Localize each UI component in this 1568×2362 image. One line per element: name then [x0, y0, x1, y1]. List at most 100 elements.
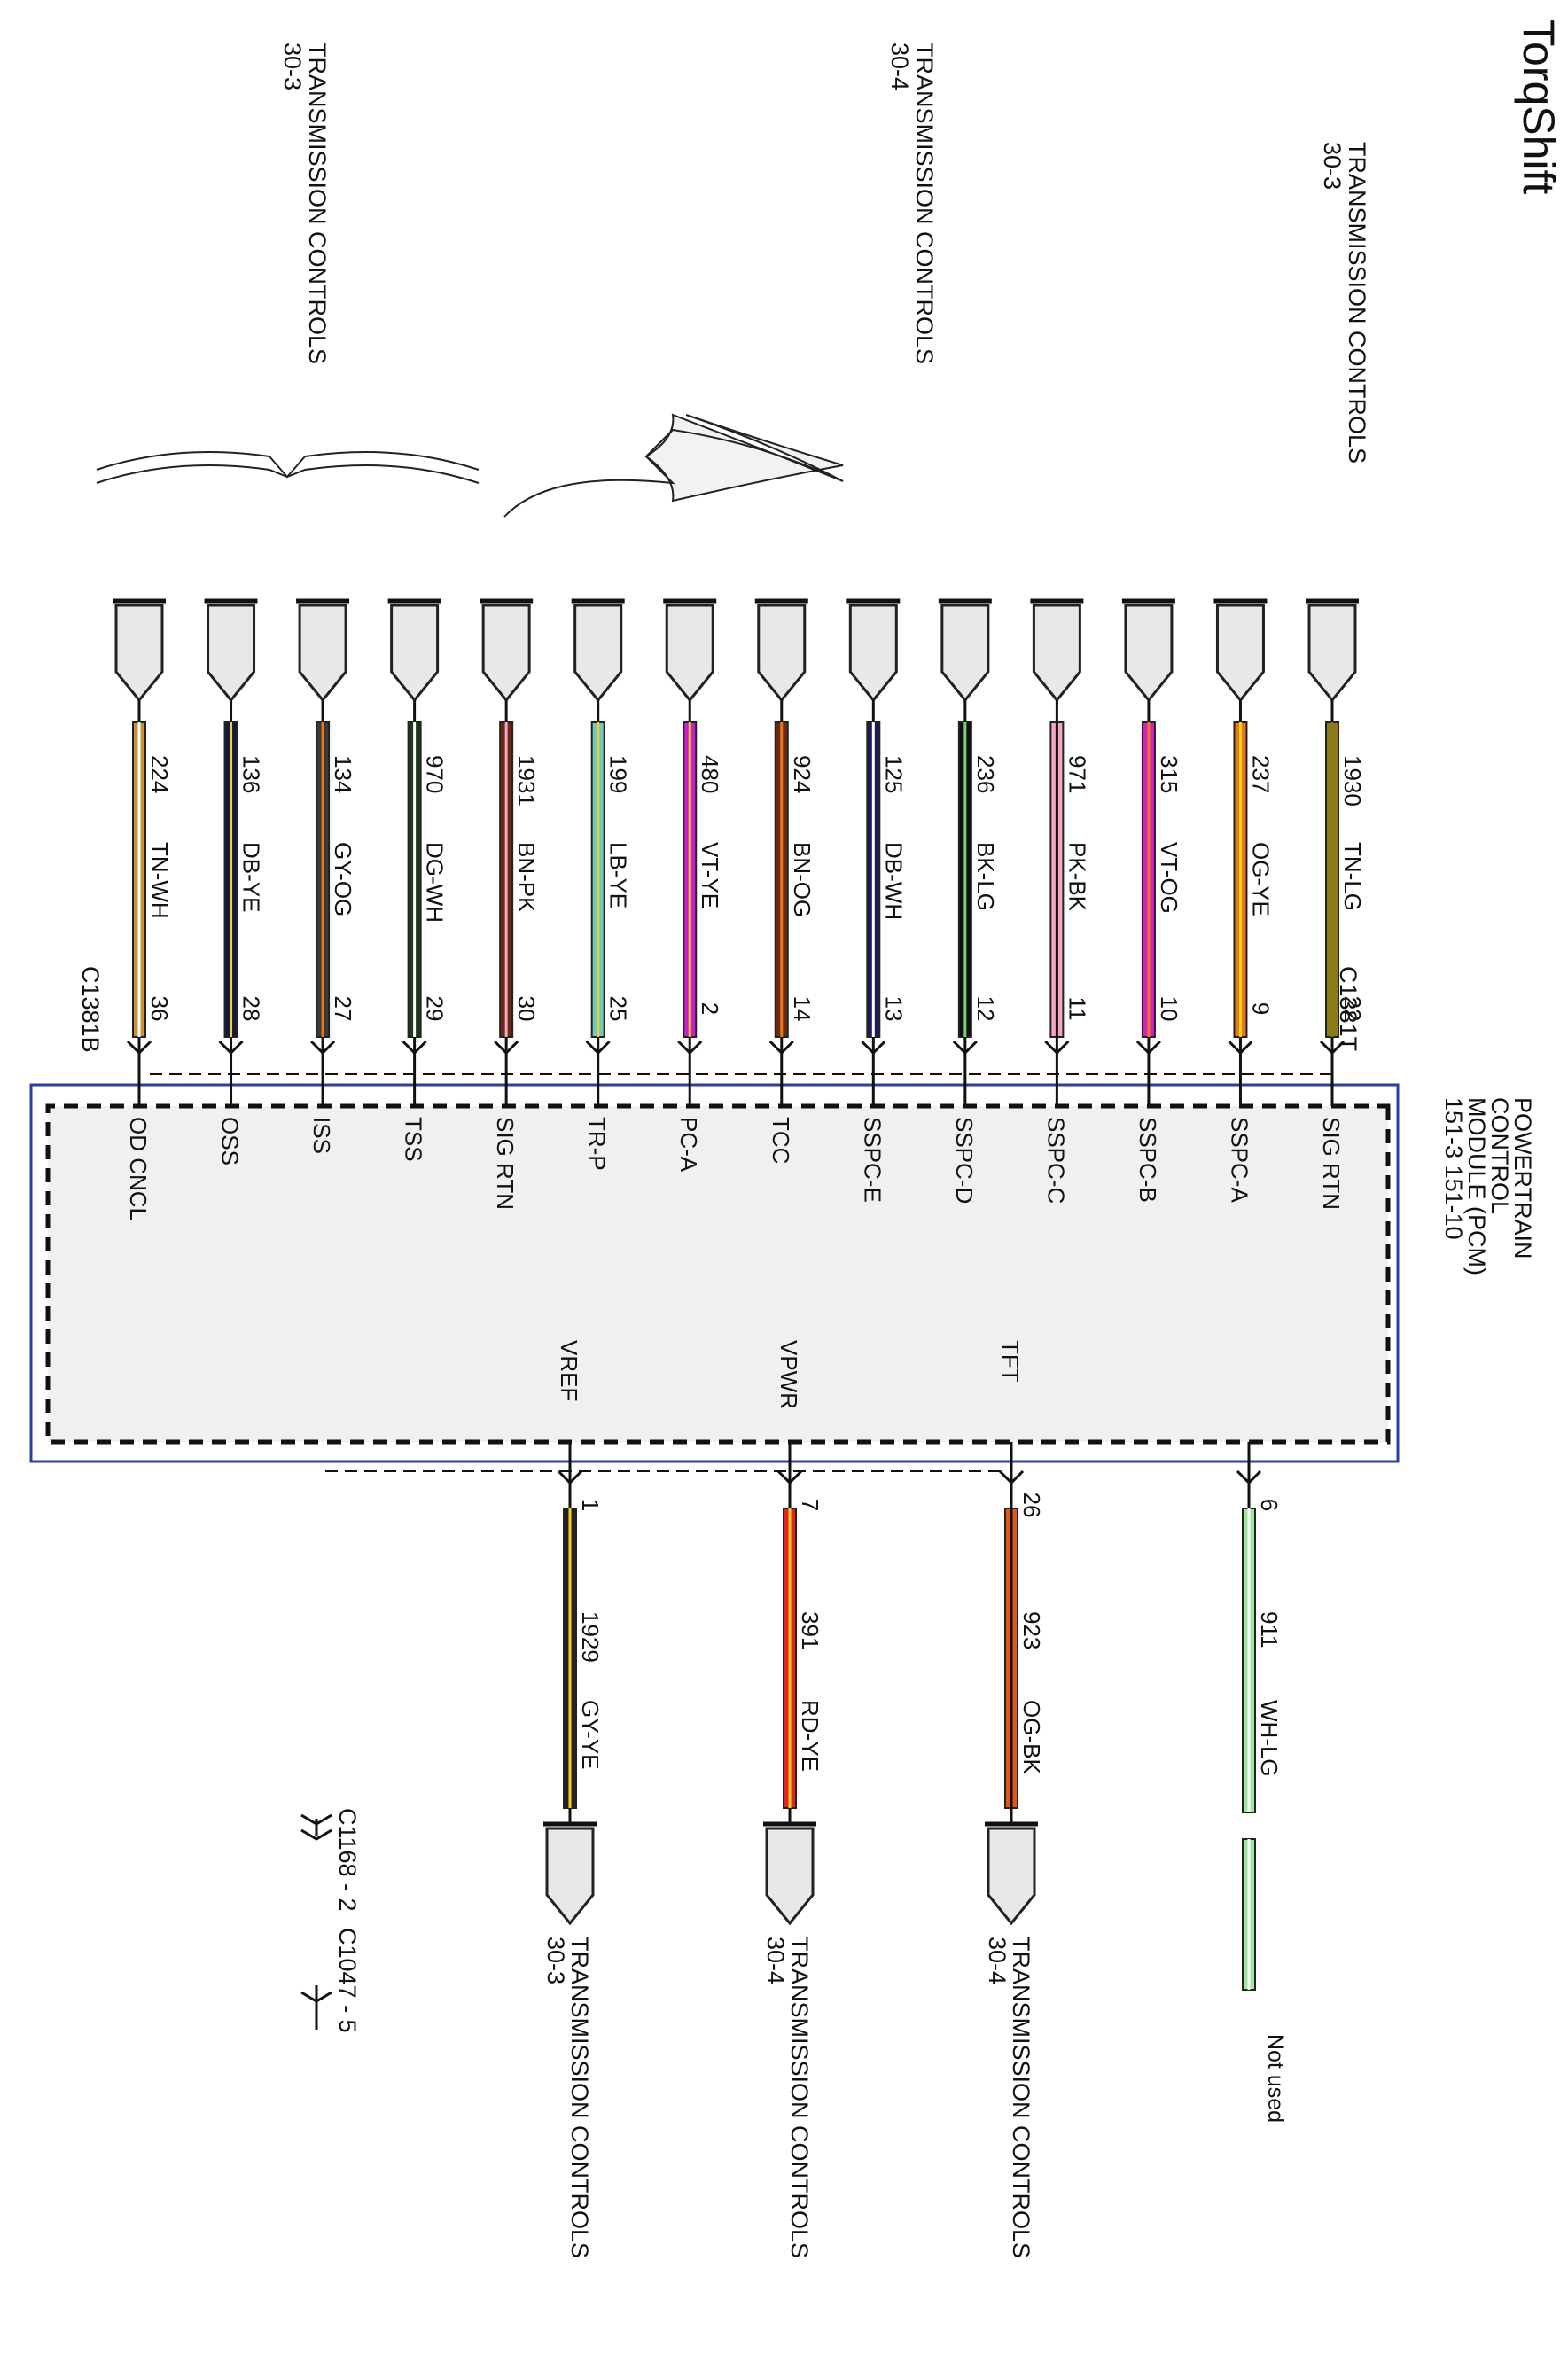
wire-color-code: TN-LG [1339, 842, 1366, 911]
wire-circuit-number: 237 [1247, 755, 1274, 793]
wire-pin-number: 7 [797, 1499, 823, 1511]
wire-color-code: RD-YE [797, 1700, 823, 1772]
not-used-label: Not used [1263, 2034, 1288, 2123]
ref-label: TRANSMISSION CONTROLS [786, 1937, 813, 2258]
wire-970-pin-symbol [402, 1040, 427, 1056]
pcm-module-body [45, 1103, 1391, 1445]
wire-pin-number: 36 [146, 996, 173, 1022]
wire-923-terminal[interactable] [987, 1827, 1036, 1926]
wire-circuit-number: 923 [1018, 1611, 1045, 1649]
wire-237-terminal[interactable] [1215, 604, 1265, 703]
wire-134-terminal[interactable] [298, 604, 347, 703]
pcm-module-name[interactable]: POWERTRAIN CONTROL MODULE (PCM) 151-3 15… [1440, 1097, 1536, 1275]
wire-pin-number: 22 [1339, 996, 1366, 1022]
module-signal-label: ISS [308, 1117, 335, 1154]
wire-391-pin-symbol [776, 1469, 803, 1485]
ref-page: 30-4 [762, 1937, 789, 1984]
connector-c1381b[interactable]: C1381B [77, 966, 104, 1053]
wire-315-pin-symbol [1135, 1040, 1161, 1056]
module-signal-label: TR-P [584, 1117, 611, 1171]
inline-connector-c1168[interactable] [300, 1813, 332, 1841]
wire-391-terminal[interactable] [765, 1827, 815, 1926]
top-ref-3[interactable]: TRANSMISSION CONTROLS 30-3 [279, 43, 331, 364]
wire-924-terminal[interactable] [757, 604, 807, 703]
module-signal-label: SSPC-D [951, 1117, 978, 1204]
pcm-module-name-line-4: 151-3 151-10 [1440, 1097, 1467, 1240]
wire-224-terminal[interactable] [114, 604, 164, 703]
wire-1929-terminal[interactable] [545, 1827, 595, 1926]
module-signal-label: OD CNCL [125, 1117, 152, 1220]
ref-label: TRANSMISSION CONTROLS [1008, 1937, 1034, 2258]
wire-315-terminal[interactable] [1124, 604, 1174, 703]
wire-color-code: DG-WH [422, 842, 449, 923]
wire-color-code: GY-OG [330, 842, 356, 916]
pcm-module-name-line-2: CONTROL [1486, 1097, 1513, 1214]
wire-circuit-number: 391 [797, 1611, 823, 1649]
module-signal-label: PC-A [675, 1117, 702, 1173]
diagram-title: TorqShift [1514, 19, 1564, 194]
wire-971-pin-symbol [1044, 1040, 1070, 1056]
wire-color-code: VT-YE [697, 842, 723, 908]
top-ref-2-page: 30-4 [886, 43, 913, 90]
module-signal-label: VREF [556, 1340, 582, 1401]
top-ref-2[interactable]: TRANSMISSION CONTROLS 30-4 [886, 43, 938, 364]
wire-color-code: OG-BK [1018, 1700, 1045, 1774]
wire-236-pin-symbol [952, 1040, 978, 1056]
wire-circuit-number: 199 [605, 755, 632, 793]
wire-1930-terminal[interactable] [1307, 604, 1357, 703]
wire-971-terminal[interactable] [1032, 604, 1081, 703]
connector-c1168[interactable]: C1168 - 2 [334, 1808, 361, 1912]
wire-136-terminal[interactable] [207, 604, 256, 703]
top-ref-1[interactable]: TRANSMISSION CONTROLS 30-3 [1319, 142, 1370, 464]
top-ref-2-label: TRANSMISSION CONTROLS [911, 43, 938, 364]
wire-color-code: TN-WH [146, 842, 173, 919]
wire-pin-number: 2 [697, 1002, 723, 1015]
wire-pin-number: 25 [605, 996, 632, 1022]
brace-group-1 [503, 413, 844, 518]
wire-circuit-number: 480 [697, 755, 723, 793]
wire-480-terminal[interactable] [665, 604, 714, 703]
ref-page: 30-3 [542, 1937, 569, 1984]
wire-970-terminal[interactable] [390, 604, 440, 703]
inline-connector-c1047[interactable] [300, 1985, 332, 2030]
wire-1931-terminal[interactable] [481, 604, 531, 703]
wire-pin-number: 29 [422, 996, 449, 1022]
wire-circuit-number: 911 [1256, 1611, 1283, 1648]
ref-page: 30-4 [984, 1937, 1010, 1984]
wire-125-terminal[interactable] [848, 604, 898, 703]
module-signal-label: TFT [997, 1340, 1024, 1383]
wire-color-code: OG-YE [1247, 842, 1274, 916]
wire-circuit-number: 970 [422, 755, 449, 793]
connector-c1047[interactable]: C1047 - 5 [334, 1928, 361, 2033]
wire-pin-number: 9 [1247, 1002, 1274, 1015]
wire-circuit-number: 924 [789, 755, 815, 793]
wire-236-terminal[interactable] [940, 604, 990, 703]
wire-199-terminal[interactable] [573, 604, 623, 703]
wire-circuit-number: 136 [238, 755, 265, 793]
module-signal-label: SSPC-A [1226, 1117, 1252, 1203]
wire-134-pin-symbol [310, 1040, 336, 1056]
wire-911-pin-symbol [1236, 1469, 1262, 1485]
module-signal-label: SIG RTN [492, 1117, 519, 1210]
